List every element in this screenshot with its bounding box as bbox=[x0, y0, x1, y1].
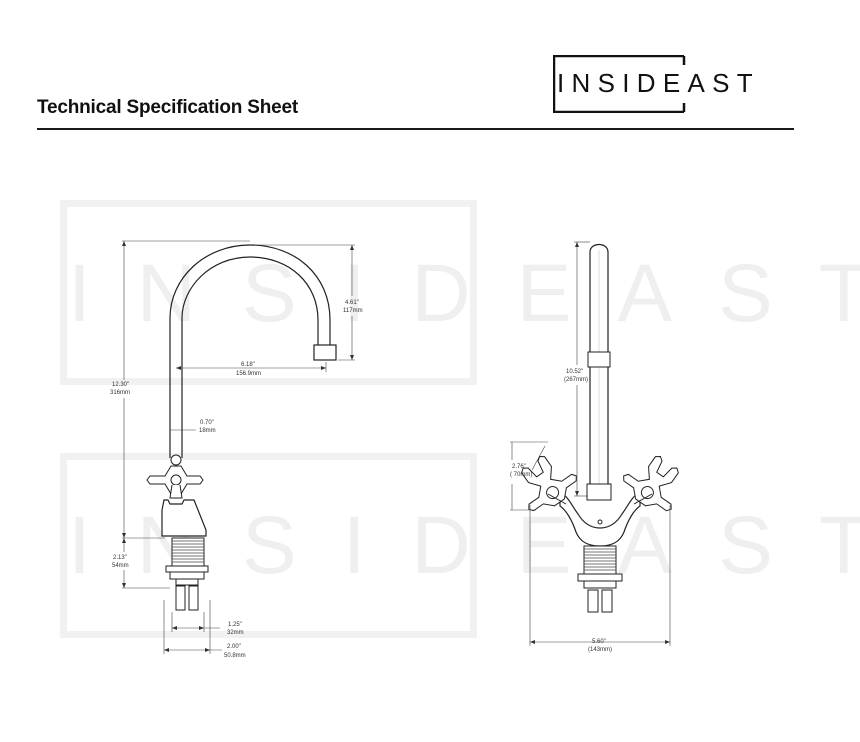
dim-handle-height-mm: ( 70mm) bbox=[510, 472, 532, 478]
dim-spout-reach-mm: 156.9mm bbox=[236, 371, 261, 377]
dim-shank-length-mm: 54mm bbox=[112, 563, 129, 569]
dim-spout-drop-in: 4.61" bbox=[345, 300, 359, 306]
dim-body-diameter-mm: 18mm bbox=[199, 428, 216, 434]
dim-shank-diameter-in: 1.25" bbox=[228, 622, 242, 628]
header-divider bbox=[37, 128, 794, 130]
brand-logo: INSIDEAST bbox=[552, 54, 774, 114]
dim-overall-width-in: 5.60" bbox=[592, 639, 606, 645]
watermark-text-top: INSIDEAST bbox=[68, 248, 860, 339]
watermark-frame-bottom bbox=[60, 453, 477, 638]
dim-base-width-mm: 50.8mm bbox=[224, 653, 246, 659]
dim-spout-height-mm: (267mm) bbox=[564, 377, 588, 383]
dim-overall-width-mm: (143mm) bbox=[588, 647, 612, 653]
dim-base-width-in: 2.00" bbox=[227, 644, 241, 650]
dim-spout-height-in: 10.52" bbox=[566, 369, 583, 375]
dim-shank-diameter-mm: 32mm bbox=[227, 630, 244, 636]
dim-overall-height-mm: 316mm bbox=[110, 390, 130, 396]
dim-body-diameter-in: 0.70" bbox=[200, 420, 214, 426]
dim-spout-drop-mm: 117mm bbox=[343, 308, 363, 314]
dim-overall-height-in: 12.30" bbox=[112, 382, 129, 388]
logo-wordmark: INSIDEAST bbox=[557, 68, 760, 98]
dim-shank-length-in: 2.13" bbox=[113, 555, 127, 561]
dim-spout-reach-in: 6.18" bbox=[241, 362, 255, 368]
watermark-frame-top bbox=[60, 200, 477, 385]
logo-bracket-frame bbox=[552, 54, 686, 114]
dim-handle-height-in: 2.76" bbox=[512, 464, 526, 470]
page-title: Technical Specification Sheet bbox=[37, 97, 298, 118]
